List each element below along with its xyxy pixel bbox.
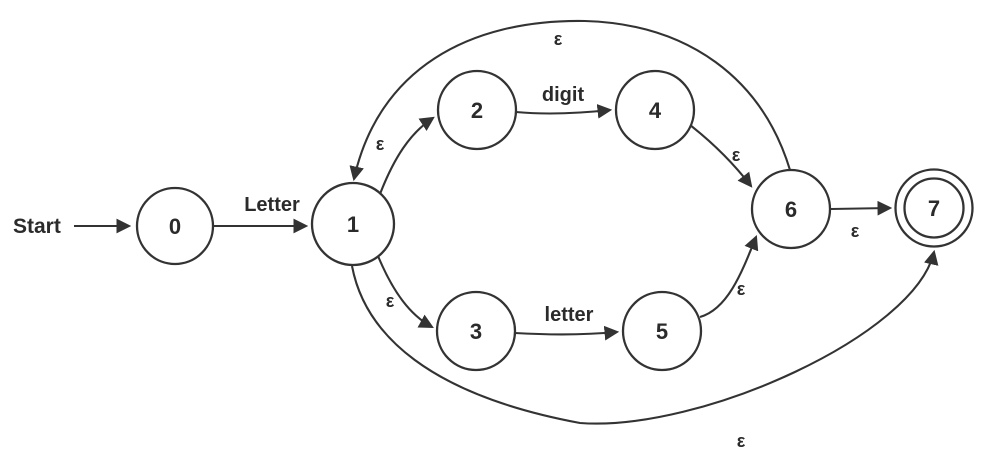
state-4-label: 4 bbox=[649, 98, 662, 123]
edge-label-eps-5-6: ε bbox=[737, 279, 746, 299]
edge-label-eps-6-7: ε bbox=[851, 221, 860, 241]
edge-2-to-4 bbox=[515, 104, 613, 119]
edge-1-to-7-loop bbox=[350, 249, 939, 425]
state-0-circle bbox=[135, 186, 215, 266]
state-1: 1 bbox=[310, 181, 396, 267]
state-1-label: 1 bbox=[347, 212, 359, 237]
edge-layer bbox=[74, 19, 939, 425]
state-4-circle bbox=[614, 69, 696, 151]
state-7-accepting: 7 bbox=[894, 168, 974, 248]
edge-1-to-3 bbox=[377, 255, 434, 329]
state-6: 6 bbox=[750, 168, 832, 250]
state-4: 4 bbox=[614, 69, 696, 151]
edge-6-to-7 bbox=[830, 200, 893, 216]
state-7-outer-circle bbox=[894, 168, 974, 248]
state-0: 0 bbox=[135, 186, 215, 266]
edge-3-to-5 bbox=[514, 325, 620, 341]
state-5: 5 bbox=[621, 290, 703, 372]
state-1-circle bbox=[310, 181, 396, 267]
edge-label-digit-2-4: digit bbox=[542, 84, 585, 106]
state-2-label: 2 bbox=[471, 98, 483, 123]
state-2-circle bbox=[436, 69, 518, 151]
state-2: 2 bbox=[436, 69, 518, 151]
state-5-circle bbox=[621, 290, 703, 372]
edge-label-eps-1-3: ε bbox=[386, 291, 395, 311]
label-layer: Start Letter ε ε digit letter ε ε ε ε ε bbox=[13, 29, 860, 451]
edge-label-eps-4-6: ε bbox=[732, 145, 741, 165]
edge-label-letter-3-5: letter bbox=[545, 304, 594, 326]
state-6-circle bbox=[750, 168, 832, 250]
state-7-label: 7 bbox=[928, 196, 940, 221]
start-label: Start bbox=[13, 215, 61, 238]
state-3-circle bbox=[435, 290, 517, 372]
edge-label-letter-0-1: Letter bbox=[244, 194, 300, 216]
state-3: 3 bbox=[435, 290, 517, 372]
edge-6-to-1-loop bbox=[349, 19, 792, 182]
state-7-inner-circle bbox=[903, 177, 965, 239]
edge-label-eps-bottom-loop: ε bbox=[737, 431, 746, 451]
edge-4-to-6 bbox=[689, 124, 753, 188]
state-layer: 0 1 2 3 4 5 6 bbox=[135, 69, 974, 372]
edge-label-eps-top-loop: ε bbox=[554, 29, 563, 49]
edge-1-to-2 bbox=[379, 116, 435, 195]
state-3-label: 3 bbox=[470, 319, 482, 344]
state-0-label: 0 bbox=[169, 214, 181, 239]
state-6-label: 6 bbox=[785, 197, 797, 222]
state-5-label: 5 bbox=[656, 319, 668, 344]
edge-5-to-6 bbox=[699, 234, 759, 319]
edge-label-eps-1-2: ε bbox=[376, 134, 385, 154]
